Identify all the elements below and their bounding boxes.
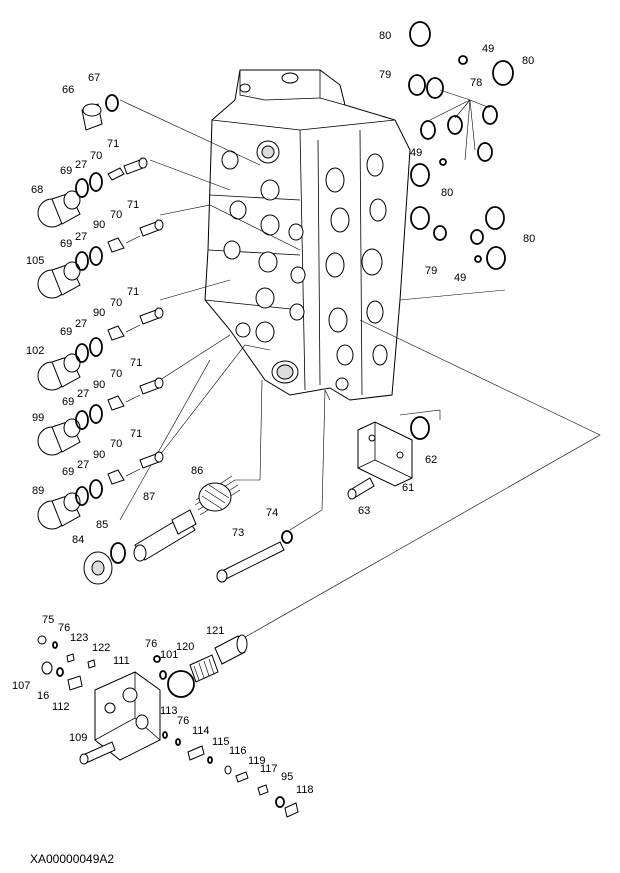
callout-label: 87	[143, 491, 155, 503]
callout-label: 69	[60, 165, 72, 177]
callout-label: 90	[93, 307, 105, 319]
callout-label: 85	[96, 519, 108, 531]
leader-lines	[119, 99, 601, 641]
cover-61	[347, 416, 430, 500]
callout-label: 70	[90, 150, 102, 162]
callout-label: 86	[191, 465, 203, 477]
callout-label: 114	[192, 725, 210, 737]
spool-87	[133, 509, 197, 562]
spring-cap-assembly-102	[37, 307, 164, 391]
spring-86	[194, 475, 241, 516]
callout-label: 49	[410, 147, 422, 159]
callout-label: 67	[88, 72, 100, 84]
callout-label: 112	[52, 701, 70, 713]
callout-label: 27	[77, 459, 89, 471]
callout-label: 117	[260, 763, 278, 775]
plug-assembly-84	[83, 542, 126, 585]
callout-label: 71	[107, 138, 119, 150]
callout-label: 76	[58, 622, 70, 634]
callout-label: 16	[37, 690, 49, 702]
callout-label: 74	[266, 507, 278, 519]
callout-label: 70	[110, 297, 122, 309]
callout-label: 68	[31, 184, 43, 196]
callout-label: 69	[62, 466, 74, 478]
callout-label: 113	[160, 705, 178, 717]
callout-label: 80	[441, 187, 453, 199]
callout-label: 62	[425, 454, 437, 466]
callout-label: 69	[60, 238, 72, 250]
callout-label: 107	[12, 680, 30, 692]
callout-label: 80	[522, 55, 534, 67]
callout-label: 89	[32, 485, 44, 497]
drawing-id: XA00000049A2	[30, 852, 115, 866]
callout-label: 90	[93, 449, 105, 461]
callout-label: 99	[32, 412, 44, 424]
callout-label: 27	[75, 159, 87, 171]
callout-label: 71	[127, 199, 139, 211]
callout-label: 90	[93, 219, 105, 231]
spring-cap-assembly-89	[37, 451, 164, 530]
callout-label: 66	[62, 84, 74, 96]
callout-label: 70	[110, 209, 122, 221]
callout-label: 115	[212, 736, 230, 748]
valve-body-housing	[204, 69, 411, 401]
callout-label: 111	[113, 655, 130, 667]
callout-label: 27	[75, 318, 87, 330]
callout-label: 49	[482, 43, 494, 55]
relief-valve-assembly	[37, 634, 299, 818]
callout-label: 80	[523, 233, 535, 245]
callout-label: 79	[379, 69, 391, 81]
callout-label: 69	[60, 326, 72, 338]
callout-label: 70	[110, 438, 122, 450]
callout-label: 123	[70, 632, 88, 644]
callout-label: 71	[130, 357, 142, 369]
spool-cap-plug-66	[81, 94, 119, 131]
callout-labels: 80 49 80 79 78 66 67 71 70 69 27 68 49 8…	[12, 30, 535, 796]
spring-cap-assembly-68	[37, 157, 148, 228]
spring-cap-assembly-99	[37, 377, 164, 456]
callout-label: 73	[232, 527, 244, 539]
callout-label: 70	[110, 368, 122, 380]
callout-label: 90	[93, 379, 105, 391]
callout-label: 95	[281, 771, 293, 783]
callout-label: 119	[248, 755, 266, 767]
callout-label: 27	[77, 388, 89, 400]
callout-label: 49	[454, 272, 466, 284]
callout-label: 76	[145, 638, 157, 650]
callout-label: 80	[379, 30, 391, 42]
callout-label: 105	[26, 255, 44, 267]
callout-label: 71	[130, 428, 142, 440]
callout-label: 109	[69, 732, 87, 744]
callout-label: 71	[127, 286, 139, 298]
callout-label: 61	[402, 482, 414, 494]
callout-label: 75	[42, 614, 54, 626]
bolt-73	[216, 530, 293, 583]
callout-label: 78	[470, 77, 482, 89]
callout-label: 101	[160, 649, 178, 661]
callout-label: 120	[176, 641, 194, 653]
callout-label: 69	[62, 396, 74, 408]
callout-label: 76	[177, 715, 189, 727]
callout-label: 102	[26, 345, 44, 357]
callout-label: 122	[92, 642, 110, 654]
callout-label: 116	[229, 745, 247, 757]
callout-label: 84	[72, 534, 84, 546]
callout-label: 63	[358, 505, 370, 517]
oring-group-top-right	[408, 21, 514, 270]
callout-label: 27	[75, 231, 87, 243]
callout-label: 79	[425, 265, 437, 277]
callout-label: 121	[206, 625, 224, 637]
spring-cap-assembly-105	[37, 219, 164, 299]
callout-label: 118	[296, 784, 314, 796]
